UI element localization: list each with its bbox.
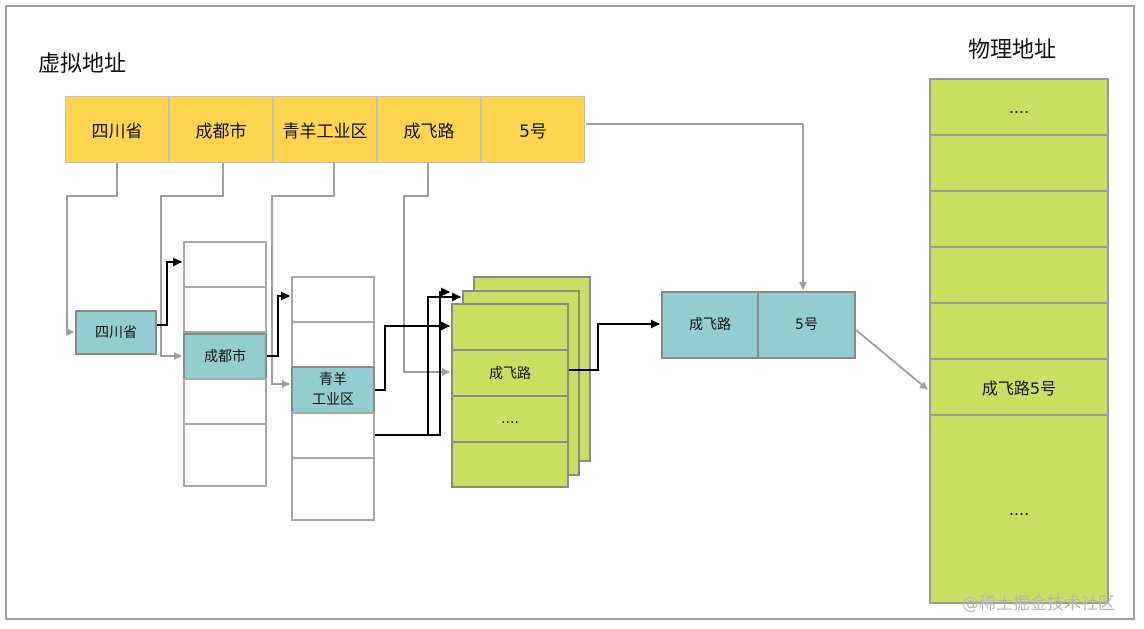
level3-entry-line1: 青羊 — [319, 372, 347, 388]
virtual-address-title: 虚拟地址 — [38, 52, 127, 77]
table-row — [451, 441, 569, 488]
level2-entry: 成都市 — [183, 333, 267, 380]
pointer-level3-to-page-a — [375, 321, 450, 391]
table-row — [183, 241, 267, 288]
table-row — [291, 276, 375, 323]
segment-city: 成都市 — [169, 96, 273, 163]
index-line-district — [271, 163, 335, 388]
memory-row — [929, 190, 1109, 248]
physical-address-title: 物理地址 — [968, 38, 1057, 63]
table-row — [451, 303, 569, 351]
memory-row-bottom: .... — [929, 414, 1109, 604]
memory-row-top: .... — [929, 78, 1109, 136]
physical-memory: .... 成飞路5号 .... — [929, 78, 1109, 604]
segment-road: 成飞路 — [377, 96, 481, 163]
level3-entry-line2: 工业区 — [312, 392, 354, 408]
offset-line-number — [586, 123, 807, 290]
final-number-cell: 5号 — [757, 291, 856, 359]
pointer-level1-to-level2 — [157, 257, 182, 326]
memory-row — [929, 302, 1109, 360]
level1-entry: 四川省 — [75, 310, 157, 355]
level4-entry: 成飞路 — [451, 349, 569, 397]
pointer-level3-to-page-b — [375, 292, 461, 436]
table-row — [291, 457, 375, 521]
final-road-cell: 成飞路 — [661, 291, 759, 359]
table-row — [183, 423, 267, 487]
table-row — [183, 286, 267, 333]
level2-table: 成都市 — [183, 241, 267, 487]
level3-table: 青羊 工业区 — [291, 276, 375, 521]
pointer-level2-to-level3 — [267, 291, 290, 357]
index-line-city — [160, 163, 224, 360]
index-line-province — [66, 163, 118, 336]
pointer-level3-to-page-c — [428, 287, 450, 436]
segment-number: 5号 — [481, 96, 585, 163]
physical-mapping-line — [855, 329, 928, 390]
segment-province: 四川省 — [65, 96, 169, 163]
watermark: @稀土掘金技术社区 — [962, 594, 1115, 614]
segment-district: 青羊工业区 — [273, 96, 377, 163]
level4-ellipsis: .... — [451, 395, 569, 443]
index-line-road — [403, 163, 450, 376]
level3-entry: 青羊 工业区 — [291, 366, 375, 414]
level4-table: 成飞路 .... — [451, 303, 569, 488]
pointer-page-to-final — [569, 319, 660, 371]
